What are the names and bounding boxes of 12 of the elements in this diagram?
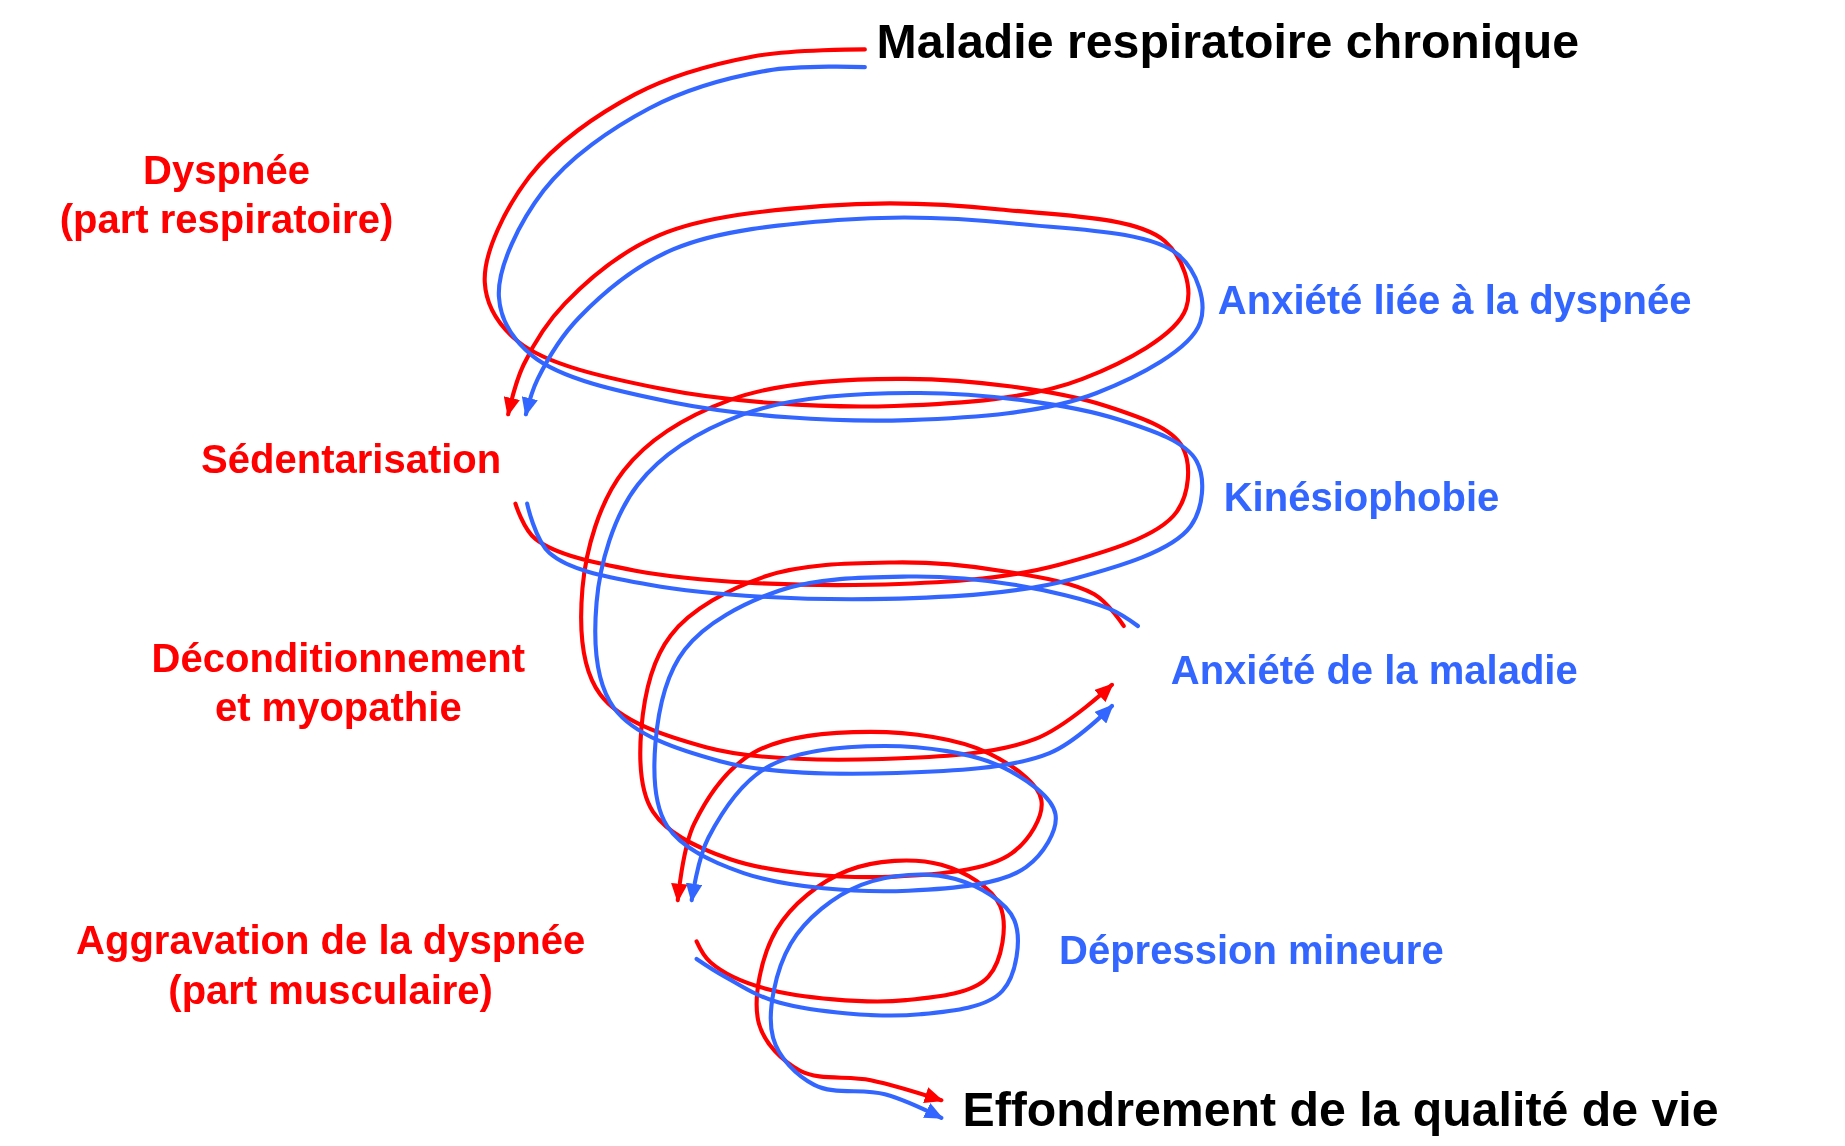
stage-label: Aggravation de la dyspnée (part musculaire) bbox=[0, 900, 697, 1030]
stage-label: Anxiété de la maladie bbox=[1111, 626, 1689, 714]
stage-label: Maladie respiratoire chronique bbox=[864, 9, 1689, 76]
symptom-label: Anxiété liée à la dyspnée bbox=[1217, 276, 1693, 325]
stage-label: Sédentarisation bbox=[123, 414, 528, 504]
symptom-label: Déconditionnement et myopathie bbox=[150, 633, 526, 732]
spiral-arrow bbox=[694, 872, 1020, 1120]
symptom-label: Dyspnée (part respiratoire) bbox=[58, 145, 395, 244]
symptom-label: Dépression mineure bbox=[1059, 925, 1445, 974]
stage-label: Effondrement de la qualité de vie bbox=[941, 1076, 1843, 1145]
symptom-label: Kinésiophobie bbox=[1223, 472, 1501, 521]
spiral-arrow bbox=[694, 858, 1006, 1103]
